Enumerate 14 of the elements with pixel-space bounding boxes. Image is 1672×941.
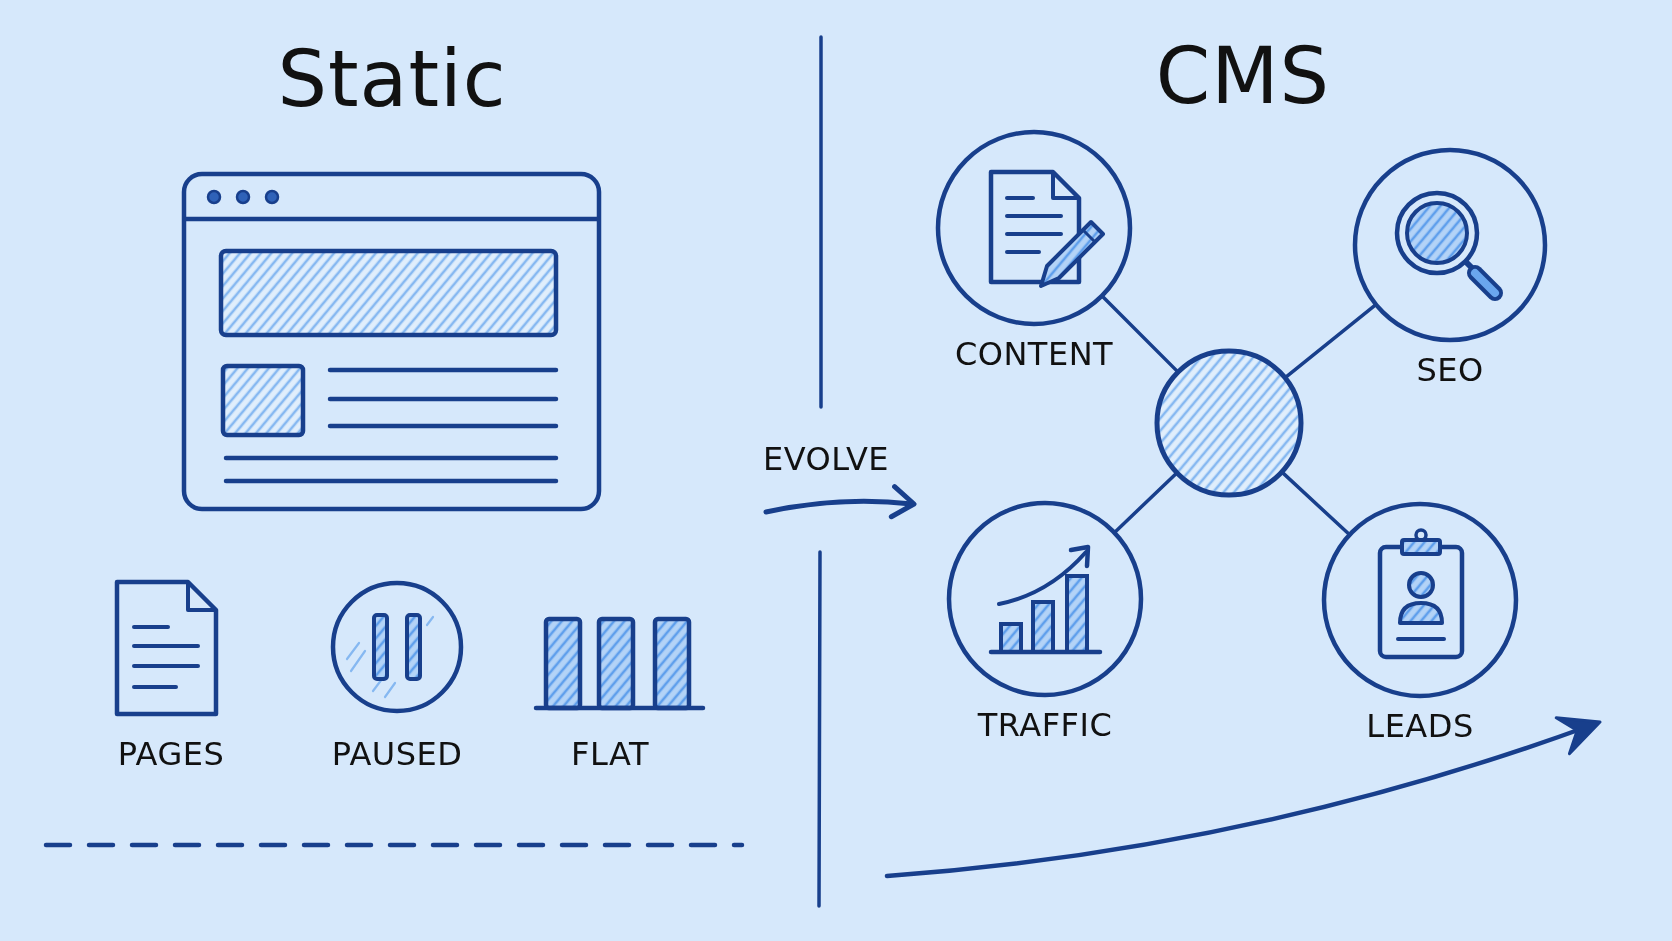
node-label: SEO bbox=[1416, 352, 1484, 389]
icon-caption: PAGES bbox=[117, 735, 225, 773]
connector-line bbox=[1280, 470, 1351, 536]
connector-line bbox=[1100, 294, 1180, 374]
node-label: LEADS bbox=[1366, 708, 1474, 745]
connector-line bbox=[1113, 471, 1178, 534]
node-label: CONTENT bbox=[954, 336, 1114, 373]
connector-line bbox=[1284, 303, 1377, 379]
icon-caption: PAUSED bbox=[331, 735, 463, 773]
icon-caption: FLAT bbox=[571, 735, 649, 773]
node-label: TRAFFIC bbox=[977, 707, 1113, 744]
section-heading: Static bbox=[277, 35, 507, 125]
section-heading: CMS bbox=[1155, 32, 1331, 122]
arrow-label: EVOLVE bbox=[762, 440, 890, 478]
